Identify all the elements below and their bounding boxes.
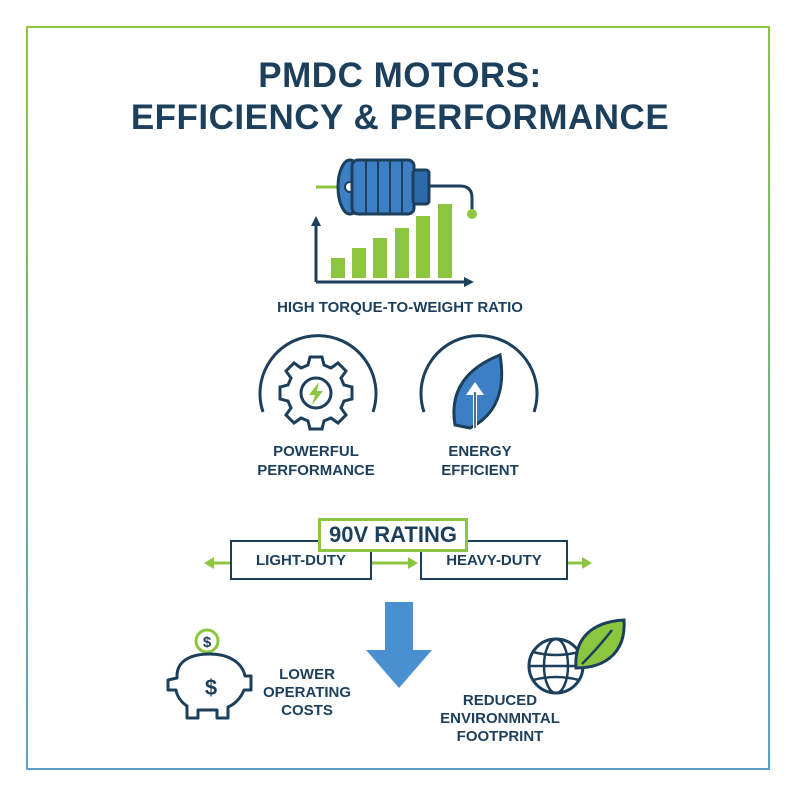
heavy-duty-label: HEAVY-DUTY bbox=[446, 551, 542, 569]
costs-label-line-2: OPERATING bbox=[262, 684, 352, 701]
title-line-1: PMDC MOTORS: bbox=[258, 56, 542, 95]
costs-label-line-3: COSTS bbox=[281, 702, 333, 719]
env-label-line-1: REDUCED bbox=[462, 692, 538, 709]
leaf-arrow-icon bbox=[419, 334, 539, 430]
heavy-duty-box: HEAVY-DUTY bbox=[420, 540, 568, 580]
light-duty-label: LIGHT-DUTY bbox=[256, 551, 346, 569]
performance-label-line-1: POWERFUL bbox=[273, 443, 359, 460]
gear-bolt-icon bbox=[258, 334, 378, 431]
motor-icon bbox=[316, 158, 477, 219]
costs-label-line-1: LOWER bbox=[279, 666, 335, 683]
down-arrow-icon bbox=[366, 602, 432, 688]
svg-text:$: $ bbox=[203, 634, 212, 651]
rating-badge: 90V RATING bbox=[318, 518, 468, 552]
env-label-line-2: ENVIRONMNTAL bbox=[440, 710, 560, 727]
duty-arrows bbox=[204, 557, 592, 569]
globe-leaf-icon bbox=[527, 618, 626, 695]
torque-bar-chart bbox=[311, 204, 474, 287]
light-duty-box: LIGHT-DUTY bbox=[230, 540, 372, 580]
torque-label: HIGH TORQUE-TO-WEIGHT RATIO bbox=[277, 299, 523, 316]
rating-label: 90V RATING bbox=[329, 522, 457, 547]
env-label-line-3: FOOTPRINT bbox=[456, 728, 544, 745]
piggy-bank-icon: $ $ bbox=[166, 628, 253, 720]
svg-text:$: $ bbox=[205, 675, 217, 700]
title-line-2: EFFICIENCY & PERFORMANCE bbox=[130, 98, 670, 137]
efficiency-label-line-2: EFFICIENT bbox=[441, 462, 519, 479]
performance-label-line-2: PERFORMANCE bbox=[257, 462, 375, 479]
efficiency-label-line-1: ENERGY bbox=[448, 443, 512, 460]
